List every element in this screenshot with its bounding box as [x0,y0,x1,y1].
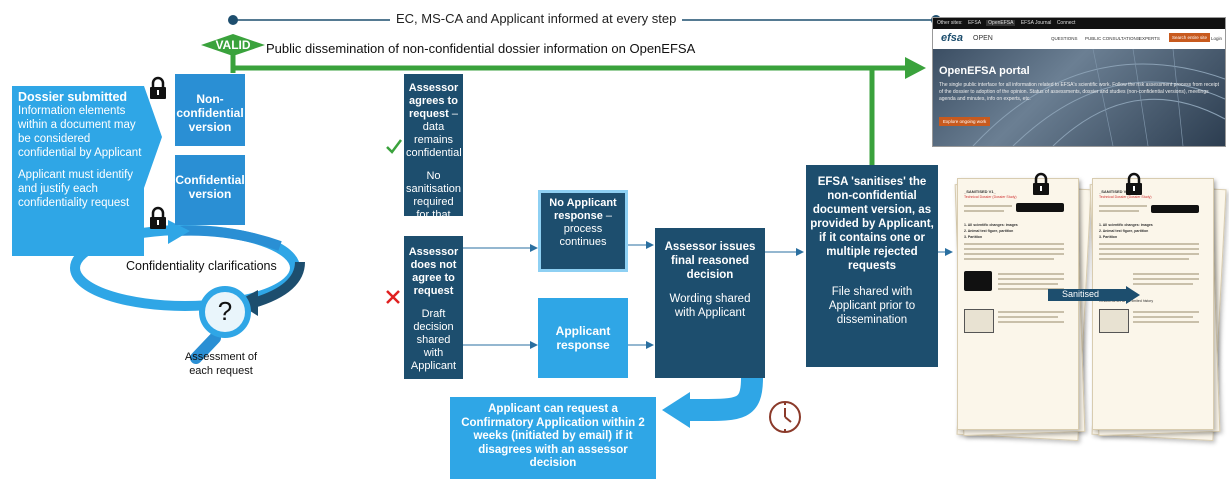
doc-stack-left: _SANITISED V1_ Technical Dossier (Dossie… [954,172,1092,446]
no-response-rest: – process continues [559,210,613,248]
no-applicant-response-box: No Applicant response – process continue… [538,190,628,272]
login-link[interactable]: Login [1211,36,1223,41]
doc-heading: 1. All scientific changes: images [964,223,1018,227]
final-decision-box: Assessor issues final reasoned decision … [655,228,765,378]
dissemination-label: Public dissemination of non-confidential… [266,41,696,56]
portal-title: OpenEFSA portal [939,65,1030,77]
nav-tab[interactable]: EFSA Journal [1020,20,1052,26]
portal-hero: OpenEFSA portal The single public interf… [933,49,1225,146]
assessment-label: Assessment of each request [184,351,258,377]
info-line-label: EC, MS-CA and Applicant informed at ever… [390,11,683,26]
no-response-bold: No Applicant response [549,197,617,222]
nav-tab[interactable]: EFSA [967,20,981,26]
search-button[interactable]: Search entire site [1169,33,1211,42]
doc-stack-right: _SANITISED V1_ Technical Dossier (Dossie… [1089,172,1227,446]
valid-diamond: VALID [201,34,265,56]
lock-icon [148,76,168,105]
not-agree-bold: Assessor does not agree to request [408,246,459,297]
efsa-logo[interactable]: efsa [941,32,964,44]
applicant-response-box: Applicant response [538,298,628,378]
dossier-title: Dossier submitted [18,90,128,104]
info-line-start-dot [228,15,238,25]
confirmatory-box: Applicant can request a Confirmatory App… [450,397,656,479]
doc-heading: 2. Animal test figure, partition [1099,229,1149,233]
doc-heading: 3. Partition [964,235,983,239]
portal-header: efsa OPEN QUESTIONS PUBLIC CONSULTATIONS… [933,29,1225,49]
doc-heading: 1. All scientific changes: images [1099,223,1153,227]
portal-description: The single public interface for all info… [939,82,1219,102]
nav-tab[interactable]: Connect [1056,20,1076,26]
agrees-note: No sanitisation required for that data [406,170,462,234]
doc-subtitle: Technical Dossier (Dossier Study) [1099,195,1152,199]
clarifications-label: Confidentiality clarifications [124,259,279,273]
final-decision-note: Wording shared with Applicant [669,293,751,319]
openefsa-portal-screenshot: Other sites: EFSA OpenEFSA EFSA Journal … [932,17,1226,147]
agrees-bold: Assessor agrees to request [408,82,459,120]
cross-icon [386,290,400,309]
loop-arrow-right [168,220,190,244]
sanitises-box: EFSA 'sanitises' the non-confidential do… [806,165,938,367]
dossier-text-1: Information elements within a document m… [18,105,142,159]
magnifier-icon: ? [199,286,251,338]
valid-label: VALID [215,38,251,52]
doc-subtitle: Technical Dossier (Dossier Study) [964,195,1017,199]
explore-button[interactable]: Explore ongoing work [939,117,991,126]
doc-heading: 2. Animal test figure, partition [964,229,1014,233]
lock-icon [1031,172,1051,201]
dossier-text-2: Applicant must identify and justify each… [18,169,134,209]
open-logo-text: OPEN [973,35,993,42]
check-icon [386,138,402,159]
confirmatory-arrow [690,377,763,421]
green-arrowhead [905,57,926,79]
confidential-version-box: Confidential version [175,155,245,225]
non-confidential-version-box: Non-confidential version [175,74,245,146]
doc-title: _SANITISED V1_ [964,189,996,194]
agrees-rest: – data remains confidential [406,108,462,159]
final-decision-bold: Assessor issues final reasoned decision [664,241,756,281]
lock-icon [148,206,168,235]
portal-menu-item[interactable]: QUESTIONS [1051,36,1078,41]
portal-menu-item[interactable]: EXPERTS [1139,36,1160,41]
question-mark: ? [217,296,233,326]
sanitises-note: File shared with Applicant prior to diss… [828,286,916,326]
sanitised-arrow: Sanitised [1048,286,1140,304]
dossier-submitted-box: Dossier submitted Information elements w… [12,86,162,256]
lock-icon [1124,172,1144,201]
clock-icon [768,400,802,439]
sanitises-bold: EFSA 'sanitises' the non-confidential do… [810,176,934,272]
nav-tab[interactable]: OpenEFSA [986,20,1016,26]
nav-tab[interactable]: Other sites: [937,20,963,26]
doc-title: _SANITISED V1_ [1099,189,1131,194]
assessor-disagrees-box: Assessor does not agree to request Draft… [404,236,463,379]
magnifier-handle [190,332,221,364]
not-agree-note: Draft decision shared with Applicant [410,308,457,372]
portal-menu-item[interactable]: PUBLIC CONSULTATIONS [1085,36,1140,41]
doc-heading: 3. Partition [1099,235,1118,239]
portal-nav-bar: Other sites: EFSA OpenEFSA EFSA Journal … [933,18,1225,29]
assessor-agrees-box: Assessor agrees to request – data remain… [404,74,463,234]
sanitised-label: Sanitised [1062,289,1100,299]
